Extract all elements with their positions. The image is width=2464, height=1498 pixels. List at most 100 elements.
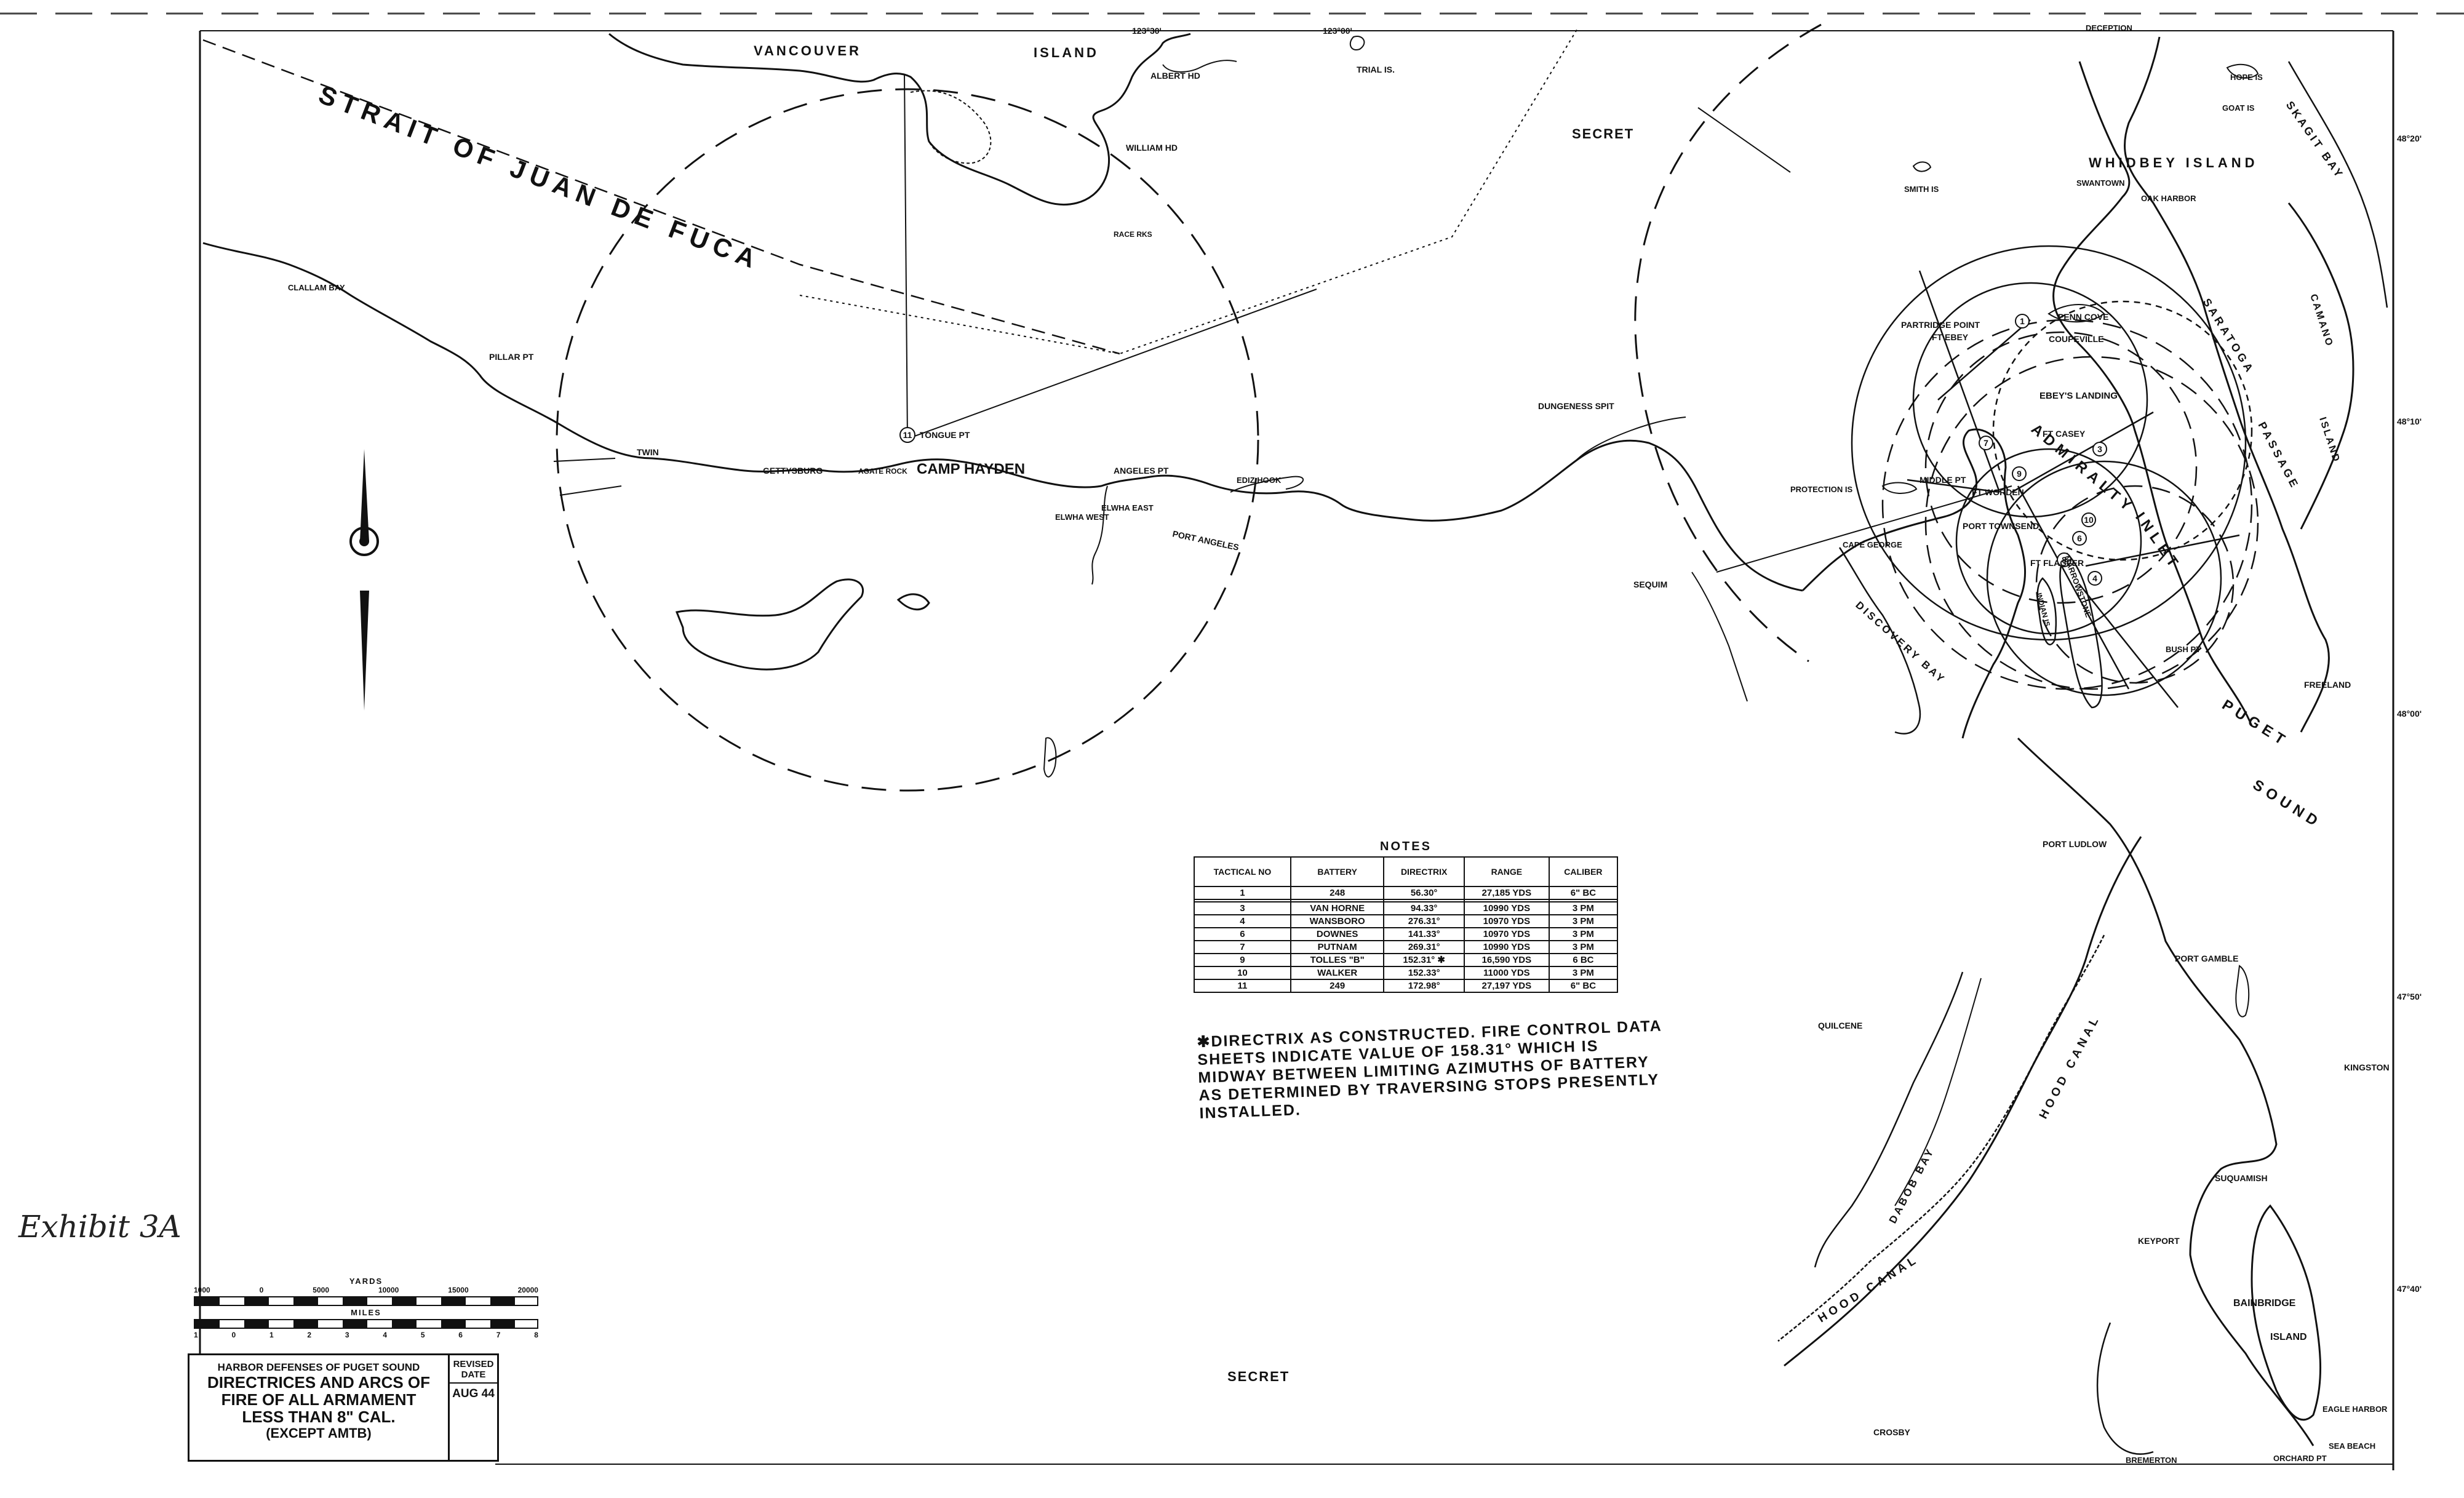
- directrix-battery-11: [904, 73, 908, 440]
- tactical-number-6: 6: [2077, 533, 2082, 543]
- label-trial-is: TRIAL IS.: [1357, 65, 1395, 74]
- yards-tick: 5000: [313, 1286, 329, 1294]
- cell-directrix: 94.33°: [1383, 901, 1465, 915]
- lat-48-20: 48°20': [2397, 133, 2422, 143]
- cell-battery: [1290, 899, 1385, 902]
- olympic-peninsula-coast: [202, 242, 1803, 592]
- miles-tick: 0: [231, 1331, 236, 1339]
- cell-tactical-no: 6: [1194, 927, 1291, 941]
- scale-yards-label: YARDS: [349, 1277, 383, 1286]
- label-indian-is: INDIAN IS: [2035, 592, 2052, 627]
- label-dabob-bay: DABOB BAY: [1887, 1145, 1937, 1225]
- cell-tactical-no: 9: [1194, 953, 1291, 967]
- notes-panel: NOTES TACTICAL NO BATTERY DIRECTRIX RANG…: [1194, 840, 1619, 993]
- cell-tactical-no: 3: [1194, 901, 1291, 915]
- label-smith-is: SMITH IS: [1904, 185, 1939, 194]
- cell-directrix: 269.31°: [1383, 940, 1465, 954]
- whidbey-island-coast: [2124, 36, 2330, 733]
- vancouver-island-coast: [608, 33, 1191, 206]
- protection-island: [1881, 482, 1918, 494]
- discovery-bay: [1838, 547, 1921, 735]
- cell-battery: VAN HORNE: [1290, 901, 1385, 915]
- secret-label-bottom: SECRET: [1227, 1369, 1290, 1384]
- label-port-ludlow: PORT LUDLOW: [2043, 839, 2107, 849]
- cell-caliber: 3 PM: [1548, 914, 1619, 928]
- title-line-4: LESS THAN 8" CAL.: [242, 1408, 396, 1426]
- label-swantown: SWANTOWN: [2076, 178, 2124, 188]
- dabob-bay: [1814, 971, 1964, 1268]
- label-quilcene: QUILCENE: [1818, 1021, 1862, 1030]
- label-ft-ebey: FT EBEY: [1932, 332, 1969, 342]
- label-vancouver: VANCOUVER: [754, 43, 861, 58]
- whidbey-west-coast: [2052, 61, 2253, 727]
- label-ebeys-landing: EBEY'S LANDING: [2039, 391, 2118, 401]
- cell-battery: WALKER: [1290, 966, 1385, 980]
- tactical-number-8: 8: [2062, 555, 2067, 565]
- marrowstone-island: [2059, 552, 2103, 709]
- marker-7: [1979, 436, 1993, 450]
- label-clallam-bay: CLALLAM BAY: [288, 283, 345, 292]
- title-line-3: FIRE OF ALL ARMAMENT: [221, 1390, 417, 1409]
- lake-crescent: [675, 578, 864, 671]
- label-crosby: CROSBY: [1873, 1427, 1911, 1437]
- cell-caliber: 3 PM: [1548, 927, 1619, 941]
- cell-caliber: [1548, 899, 1619, 902]
- label-tongue-pt: TONGUE PT: [920, 430, 970, 440]
- exhibit-label: Exhibit 3A: [18, 1209, 181, 1245]
- label-race-rks: RACE RKS: [1114, 230, 1152, 239]
- miles-tick: 5: [420, 1331, 425, 1339]
- cell-tactical-no: 11: [1194, 979, 1291, 993]
- label-freeland: FREELAND: [2304, 680, 2351, 690]
- label-dungeness-spit: DUNGENESS SPIT: [1538, 401, 1614, 411]
- cell-range: 16,590 YDS: [1463, 953, 1550, 967]
- label-bainbridge-island: ISLAND: [2270, 1332, 2307, 1342]
- lat-48-00: 48°00': [2397, 709, 2422, 719]
- cell-caliber: 6" BC: [1548, 886, 1619, 900]
- col-range: RANGE: [1463, 856, 1550, 887]
- miles-tick: 1: [194, 1331, 198, 1339]
- directrix-footnote: ✱DIRECTRIX AS CONSTRUCTED. FIRE CONTROL …: [1197, 1017, 1662, 1122]
- label-whidbey-island: WHIDBEY ISLAND: [2089, 155, 2259, 170]
- scale-miles-label: MILES: [351, 1308, 381, 1317]
- label-twin: TWIN: [637, 447, 659, 457]
- label-strait-of-juan-de-fuca: STRAIT OF JUAN DE FUCA: [315, 80, 765, 276]
- label-puget: PUGET: [2219, 696, 2292, 751]
- label-angeles-pt: ANGELES PT: [1114, 466, 1169, 476]
- miles-tick: 8: [534, 1331, 538, 1339]
- cell-battery: TOLLES "B": [1290, 953, 1385, 967]
- cell-range: 27,197 YDS: [1463, 979, 1550, 993]
- cell-range: 27,185 YDS: [1463, 886, 1550, 900]
- label-bremerton: BREMERTON: [2126, 1456, 2177, 1465]
- label-oak-harbor: OAK HARBOR: [2141, 194, 2196, 203]
- intl-boundary-dashed: [202, 39, 1120, 355]
- cell-range: [1463, 899, 1550, 902]
- miles-tick: 2: [307, 1331, 312, 1339]
- marker-8: [2057, 552, 2071, 567]
- label-gettysburg: GETTYSBURG: [763, 466, 823, 476]
- cell-caliber: 3 PM: [1548, 901, 1619, 915]
- cell-tactical-no: [1194, 899, 1291, 902]
- label-hood-canal: HOOD CANAL: [2037, 1013, 2103, 1122]
- label-camano-island: ISLAND: [2317, 416, 2342, 464]
- col-battery: BATTERY: [1290, 856, 1385, 887]
- label-ediz-hook: EDIZ HOOK: [1237, 476, 1282, 485]
- col-directrix: DIRECTRIX: [1383, 856, 1465, 887]
- tactical-marker-numbers: 11 1 3 4 6 7 8 9 10: [903, 316, 2103, 583]
- label-island: ISLAND: [1034, 45, 1099, 60]
- sequim-bay: [1691, 572, 1748, 702]
- cell-caliber: 3 PM: [1548, 966, 1619, 980]
- cell-tactical-no: 10: [1194, 966, 1291, 980]
- cell-caliber: 6" BC: [1548, 979, 1619, 993]
- cell-directrix: 141.33°: [1383, 927, 1465, 941]
- trial-island: [1349, 36, 1365, 50]
- cell-battery: PUTNAM: [1290, 940, 1385, 954]
- label-middle-pt: MIDDLE PT: [1920, 475, 1966, 485]
